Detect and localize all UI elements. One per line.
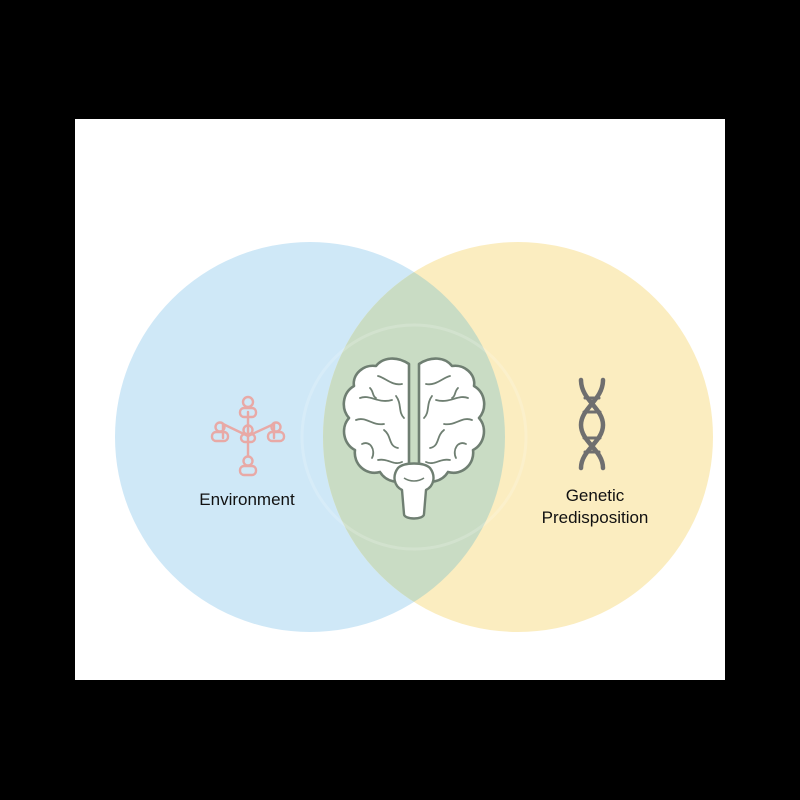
- environment-label: Environment: [199, 490, 295, 509]
- genetic-label: Genetic Predisposition: [515, 485, 675, 529]
- genetic-label-line2: Predisposition: [541, 508, 649, 527]
- brain-icon: [342, 357, 486, 520]
- network-nodes-icon: [210, 395, 286, 477]
- dna-icon: [578, 377, 606, 471]
- watermark-ring: [300, 323, 528, 551]
- overlap-region: [323, 242, 505, 632]
- genetic-label-line1: Genetic: [565, 486, 625, 505]
